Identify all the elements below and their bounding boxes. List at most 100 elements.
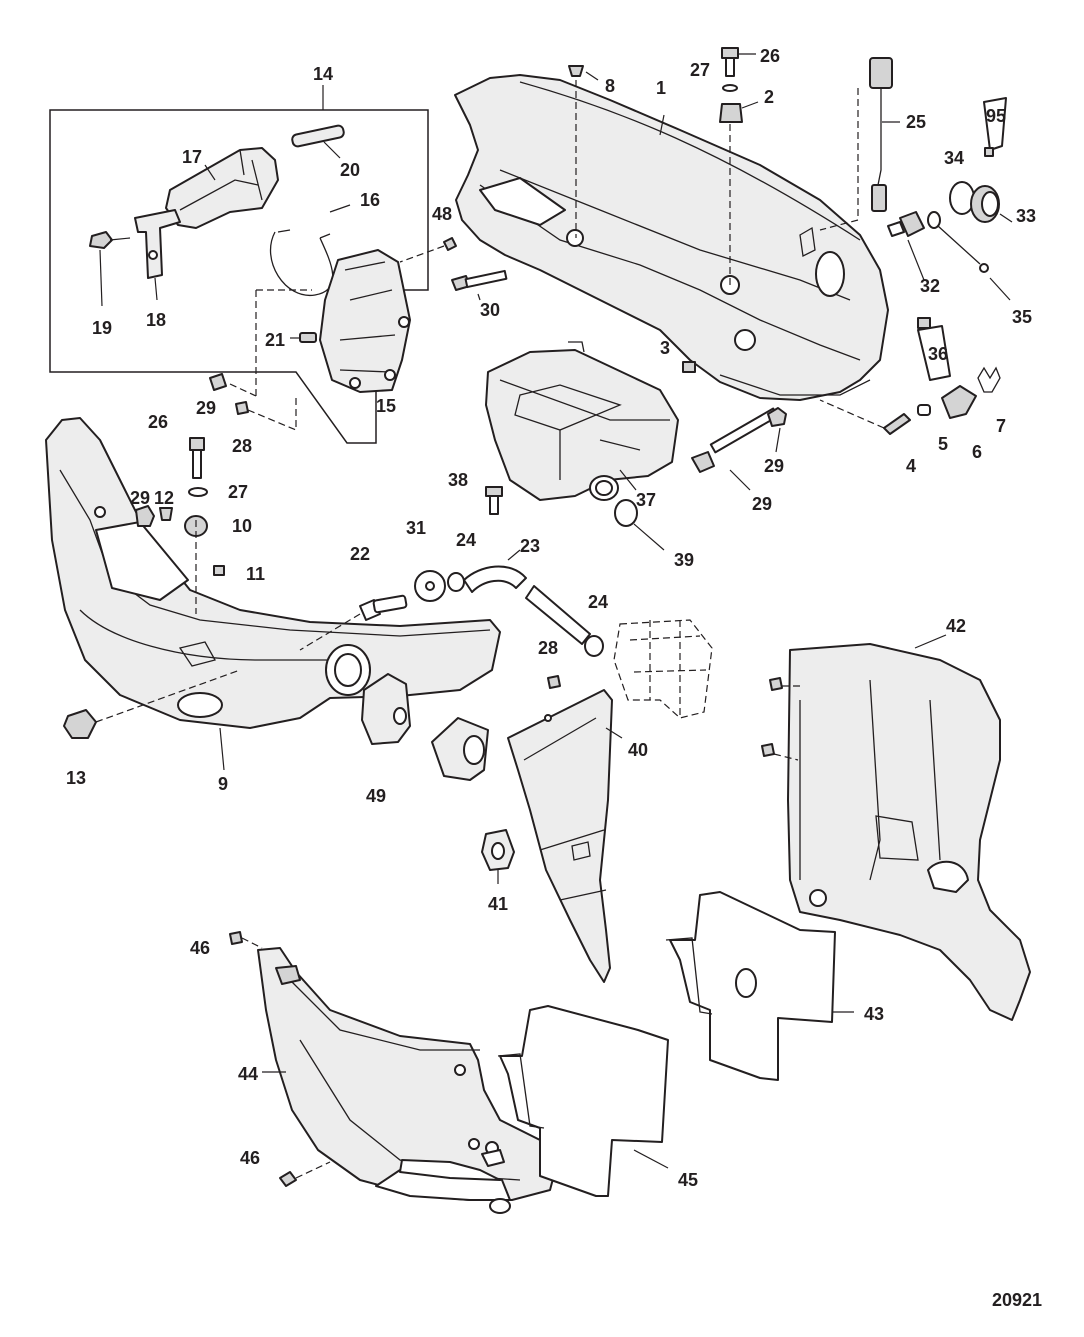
side-cover-part-42 [787, 634, 1031, 1021]
clip-part-8 [568, 65, 599, 81]
washer-part-27-upper [722, 84, 738, 92]
callout-36: 35 [1012, 307, 1032, 327]
screw-part-28-lower [547, 675, 561, 689]
callout-13: 13 [66, 768, 86, 788]
callout-40: 40 [628, 740, 648, 760]
screw-part-42-lower [761, 743, 775, 757]
callout-43: 43 [864, 1004, 884, 1024]
callout-10: 10 [232, 516, 252, 536]
o-ring-part-39 [614, 499, 638, 527]
grommet-part-41 [481, 829, 515, 884]
callout-1: 1 [656, 78, 666, 98]
bushing-part-5 [917, 404, 931, 416]
pin-part-22 [299, 594, 408, 651]
callout-4: 4 [906, 456, 916, 476]
callout-20: 20 [340, 160, 360, 180]
adapter-part-48 [361, 673, 411, 745]
callout-24-right: 24 [588, 592, 608, 612]
dash-line [229, 289, 312, 431]
callout-41: 41 [488, 894, 508, 914]
screw-part-47 [399, 237, 457, 263]
callout-19: 19 [92, 318, 112, 338]
spring-part-21 [290, 332, 317, 343]
washer-part-27-lower [188, 487, 208, 497]
screw-part-46-lower [279, 1171, 297, 1187]
callout-18: 18 [146, 310, 166, 330]
ring-part-49 [431, 717, 489, 781]
clamp-part-24-left [447, 572, 465, 592]
callout-5: 5 [938, 434, 948, 454]
clip-part-12 [159, 507, 173, 521]
hose-part-23 [463, 549, 591, 645]
callout-21: 21 [265, 330, 285, 350]
callout-29-right: 29 [764, 456, 784, 476]
callout-27-lower: 27 [228, 482, 248, 502]
callout-2: 2 [764, 87, 774, 107]
callout-47: 48 [432, 204, 452, 224]
callout-46-lower: 46 [240, 1148, 260, 1168]
nut-part-29-right [767, 407, 787, 453]
screw-part-4 [819, 399, 911, 435]
bolt-part-38 [485, 486, 503, 515]
cap-part-34 [970, 185, 1013, 223]
tube-95-text: 95 [986, 106, 1006, 126]
washer-part-32 [414, 570, 446, 602]
callout-11: 11 [246, 564, 265, 584]
panel-part-40 [507, 689, 623, 983]
o-ring-part-35 [949, 181, 975, 215]
callout-28-lower: 28 [538, 638, 558, 658]
bracket-part-18 [134, 209, 181, 301]
spring-part-7 [977, 366, 1001, 393]
drawing-number: 20921 [992, 1290, 1042, 1310]
callout-34: 33 [1016, 206, 1036, 226]
lanyard-part-36 [927, 211, 1011, 301]
callout-28-upper: 28 [232, 436, 252, 456]
callout-6: 6 [972, 442, 982, 462]
nut-part-29-left [135, 505, 155, 527]
callout-7: 7 [996, 416, 1006, 436]
wire-part-16 [269, 204, 351, 296]
pin-part-20 [291, 124, 345, 159]
lower-cowl-part-44 [257, 947, 559, 1214]
callout-26-upper: 26 [760, 46, 780, 66]
sensor-harness-part-25 [819, 57, 900, 231]
callout-27-upper: 27 [690, 60, 710, 80]
callout-29-upper: 29 [196, 398, 216, 418]
callout-32: 31 [406, 518, 426, 538]
latch-housing-part-15 [319, 249, 411, 393]
filler-part-33 [887, 211, 925, 281]
callout-26-lower: 26 [148, 412, 168, 432]
bolt-part-31 [451, 269, 508, 301]
callout-45: 45 [678, 1170, 698, 1190]
callout-14: 14 [313, 64, 333, 84]
latch-part-6 [941, 385, 977, 419]
screw-part-19 [89, 231, 131, 307]
leader-39 [633, 523, 665, 551]
grommet-part-2 [719, 101, 759, 123]
pad-part-3 [682, 361, 696, 373]
pad-part-11 [213, 565, 225, 576]
callout-35: 34 [944, 148, 964, 168]
dash-line [95, 669, 241, 723]
grease-tube-95: 95 [983, 97, 1007, 157]
callout-30: 29 [752, 494, 772, 514]
foam-part-43 [665, 891, 854, 1081]
tube-36-text: 36 [928, 344, 948, 364]
callout-44: 44 [238, 1064, 258, 1084]
dash-line [295, 1161, 331, 1179]
bolt-part-30 [691, 407, 779, 491]
front-cowl-part-9 [45, 417, 501, 771]
assembly-14-outline [49, 109, 429, 444]
screw-part-46-upper [229, 931, 243, 945]
callout-3: 3 [660, 338, 670, 358]
callout-37: 37 [636, 490, 656, 510]
callout-33: 32 [920, 276, 940, 296]
nut-part-29-upper [209, 373, 227, 391]
top-cowl-part-1 [454, 74, 889, 401]
screw-part-42-upper [769, 677, 783, 691]
callout-15: 15 [376, 396, 396, 416]
screw-part-26-upper [721, 47, 756, 77]
callout-12: 12 [154, 488, 174, 508]
callout-9: 9 [218, 774, 228, 794]
callout-22: 22 [350, 544, 370, 564]
